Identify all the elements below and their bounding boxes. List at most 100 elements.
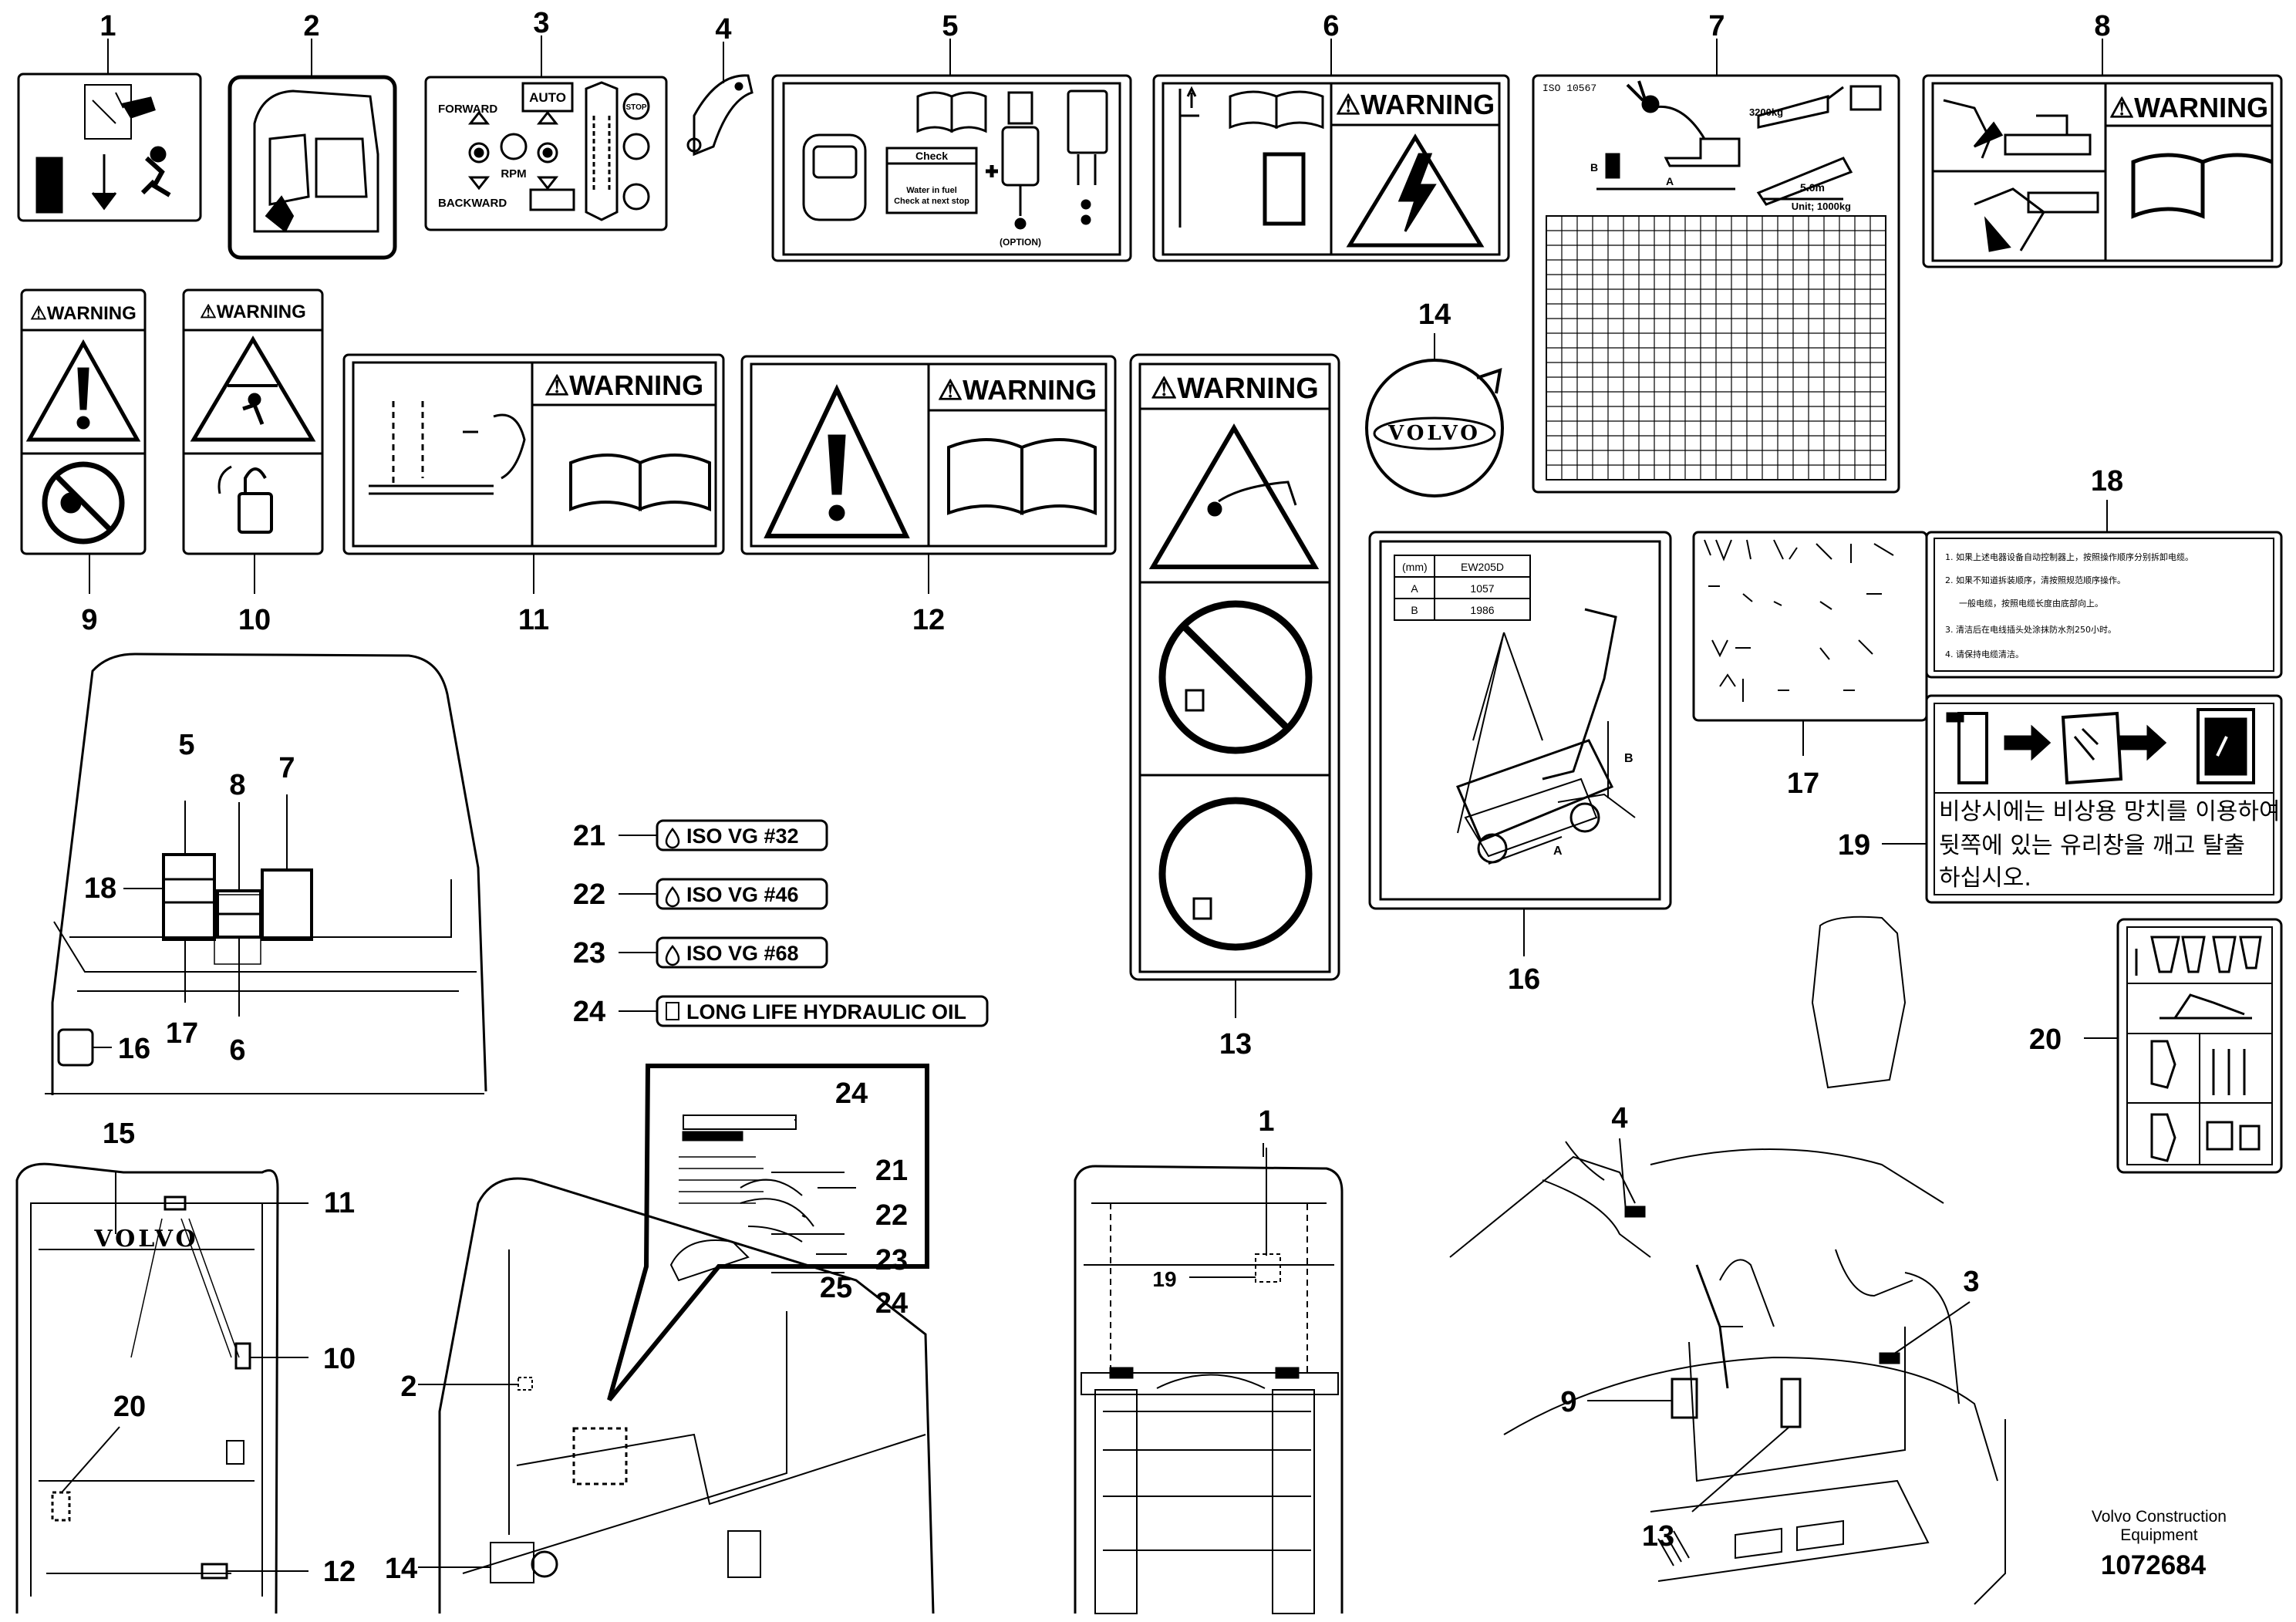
decal-1 — [17, 73, 202, 222]
callout-19-front: 19 — [1152, 1267, 1176, 1291]
cab-rear-view — [15, 1162, 308, 1614]
decal3-stop: STOP — [625, 103, 646, 112]
decal16-a-val: 1057 — [1470, 582, 1494, 595]
warning-12: ⚠WARNING — [938, 374, 1097, 406]
footer-company-line2: Equipment — [2120, 1526, 2198, 1544]
oil-23-label: ISO VG #68 — [686, 942, 799, 965]
warning-9: ⚠WARNING — [30, 303, 137, 324]
cab-perspective-view — [438, 1064, 935, 1614]
decal-16 — [1368, 531, 1672, 910]
decal18-line3: 一般电缆，按照电缆长度由底部向上。 — [1959, 598, 2103, 609]
callout-4-seat: 4 — [1611, 1102, 1627, 1135]
callout-23: 23 — [573, 937, 605, 969]
callout-21: 21 — [573, 820, 605, 852]
decal16-b-val: 1986 — [1470, 604, 1494, 616]
decal5-check: Check — [915, 150, 948, 162]
callout-24: 24 — [573, 996, 605, 1028]
callout-15: 15 — [103, 1118, 135, 1150]
decal-2 — [228, 75, 397, 260]
decal-6 — [1152, 74, 1510, 262]
callout-6-cab: 6 — [229, 1034, 245, 1067]
decal18-line2: 2. 如果不知道拆装顺序，清按照规范顺序操作。 — [1945, 575, 2126, 585]
callout-2: 2 — [303, 10, 319, 42]
callout-25: 25 — [820, 1272, 852, 1304]
oil-labels — [619, 819, 989, 1027]
callout-13: 13 — [1219, 1028, 1252, 1061]
warning-6: ⚠WARNING — [1336, 89, 1495, 120]
decal-5 — [771, 74, 1132, 262]
callout-7-cab: 7 — [278, 752, 295, 784]
callout-18: 18 — [2091, 465, 2123, 497]
callout-21-inset: 21 — [875, 1155, 908, 1187]
decal-7 — [1532, 74, 1900, 494]
decal-9 — [20, 288, 147, 555]
oil-24-label: LONG LIFE HYDRAULIC OIL — [686, 1000, 966, 1023]
cab-side-view — [45, 653, 487, 1095]
decal16-b: B — [1411, 604, 1418, 616]
warning-10: ⚠WARNING — [200, 302, 306, 322]
decal16-a: A — [1411, 582, 1418, 595]
callout-20-rear: 20 — [113, 1391, 146, 1423]
callout-10: 10 — [238, 604, 271, 636]
callout-16: 16 — [1508, 963, 1540, 996]
volvo-logo-14: VOLVO — [1387, 422, 1481, 445]
footer-ref-number: 1072684 — [2100, 1550, 2207, 1580]
callout-20: 20 — [2029, 1023, 2062, 1056]
decal16-model: EW205D — [1461, 561, 1504, 573]
decal19-line2: 뒷쪽에 있는 유리창을 깨고 탈출 — [1939, 832, 2245, 859]
callout-5: 5 — [942, 10, 958, 42]
warning-11: ⚠WARNING — [544, 369, 703, 401]
decal-3 — [424, 76, 668, 231]
callout-12-rear: 12 — [323, 1556, 356, 1588]
operator-seat-view — [1449, 916, 2006, 1605]
callout-17-cab: 17 — [166, 1017, 198, 1050]
decal19-line3: 하십시오. — [1939, 865, 2031, 892]
callout-13-seat: 13 — [1642, 1520, 1674, 1553]
footer-company: Volvo Construction Equipment — [2092, 1508, 2227, 1545]
decal7-a: A — [1666, 175, 1674, 187]
callout-24-inset: 24 — [835, 1077, 868, 1110]
decal-4 — [686, 74, 754, 157]
warning-13: ⚠WARNING — [1151, 373, 1319, 405]
oil-22-label: ISO VG #46 — [686, 883, 799, 906]
decal-20 — [2116, 918, 2283, 1174]
decal3-auto: AUTO — [529, 90, 566, 105]
decal7-dist: 5.0m — [1800, 181, 1825, 194]
callout-14: 14 — [1418, 298, 1451, 331]
decal-10 — [182, 288, 324, 555]
callout-24-inset-b: 24 — [875, 1287, 908, 1320]
decal7-iso: ISO 10567 — [1542, 83, 1596, 94]
callout-3: 3 — [533, 7, 549, 39]
callout-19: 19 — [1838, 829, 1870, 862]
capacity-grid — [1546, 216, 1886, 480]
callout-9-seat: 9 — [1560, 1386, 1576, 1418]
callout-3-seat: 3 — [1963, 1266, 1979, 1298]
decal16-mm: (mm) — [1402, 561, 1428, 573]
decal5-water: Water in fuel — [906, 186, 957, 195]
decal18-line1: 1. 如果上述电器设备自动控制器上，按照操作顺序分别拆卸电缆。 — [1945, 551, 2193, 562]
callout-8: 8 — [2094, 10, 2110, 42]
decal3-forward: FORWARD — [438, 103, 497, 116]
decal3-backward: BACKWARD — [438, 197, 507, 210]
decal7-load: 3200kg — [1749, 106, 1783, 118]
callout-4: 4 — [715, 13, 731, 46]
callout-14-cab: 14 — [385, 1553, 417, 1585]
callout-11-rear: 11 — [324, 1187, 355, 1219]
callout-5-cab: 5 — [178, 729, 194, 761]
leader-lines — [89, 35, 2118, 1568]
callout-1: 1 — [99, 10, 116, 42]
callout-2-cab: 2 — [400, 1371, 416, 1403]
decal7-unit: Unit; 1000kg — [1792, 201, 1851, 212]
callout-16-cab: 16 — [118, 1033, 150, 1065]
callout-7: 7 — [1708, 10, 1725, 42]
decal7-b: B — [1590, 161, 1598, 174]
decal18-line5: 4. 请保持电缆清洁。 — [1945, 649, 2024, 659]
decal16-dim-b: B — [1624, 752, 1633, 765]
callout-9: 9 — [81, 604, 97, 636]
footer-company-line1: Volvo Construction — [2091, 1508, 2227, 1526]
callout-8-cab: 8 — [229, 769, 245, 801]
decal5-check-stop: Check at next stop — [894, 197, 969, 206]
callout-1-front: 1 — [1258, 1105, 1274, 1138]
decal-18 — [1925, 531, 2283, 679]
